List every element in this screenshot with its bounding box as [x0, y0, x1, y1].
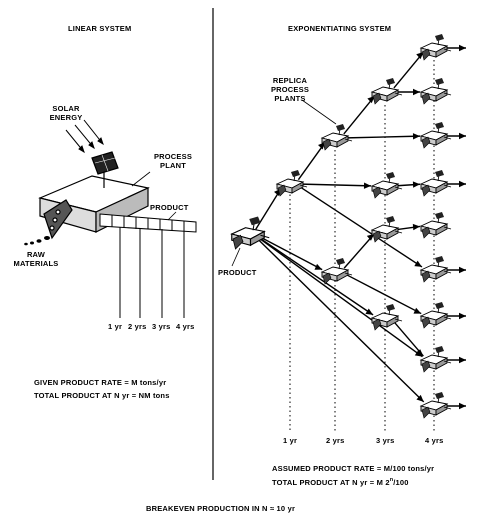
replica-plant-6 — [370, 216, 403, 243]
replica-plant-8 — [419, 34, 452, 61]
linear-year-2: 2 yrs — [128, 322, 147, 331]
exp-total-prefix: TOTAL PRODUCT AT N yr = M 2 — [272, 478, 390, 487]
raw-materials-line1: RAW — [26, 250, 46, 259]
replica-plant-16 — [419, 392, 452, 419]
solar-energy-line1: SOLAR — [52, 104, 80, 113]
replica-line3: PLANTS — [274, 94, 306, 103]
exp-arrow-3 — [257, 236, 423, 358]
exp-arrow-0 — [255, 188, 282, 230]
exp-arrow-4 — [256, 237, 425, 403]
replica-plant-10 — [419, 122, 452, 149]
replica-plant-9 — [419, 78, 452, 105]
breakeven-text: BREAKEVEN PRODUCTION IN N ≈ 10 yr — [146, 504, 296, 513]
raw-materials-label: RAW MATERIALS — [10, 250, 62, 268]
exp-arrow-18 — [446, 132, 466, 140]
exp-total-exponent: n — [389, 477, 394, 483]
solar-energy-arrows — [65, 119, 104, 154]
exp-arrow-5 — [297, 141, 326, 181]
exp-arrow-23 — [446, 402, 466, 410]
exp-arrow-16 — [393, 321, 424, 357]
exp-arrow-11 — [345, 273, 422, 315]
replica-line2: PROCESS — [270, 85, 310, 94]
process-plant-line2: PLANT — [160, 161, 186, 170]
solar-energy-label: SOLAR ENERGY — [40, 104, 92, 122]
exp-product-label: PRODUCT — [218, 268, 257, 277]
replica-leader — [301, 99, 337, 125]
exp-arrow-19 — [446, 180, 466, 188]
solar-energy-line2: ENERGY — [49, 113, 83, 122]
exp-arrow-12 — [393, 51, 425, 89]
replica-plant-13 — [419, 256, 452, 283]
replica-plant-11 — [419, 170, 452, 197]
linear-year-3: 3 yrs — [152, 322, 171, 331]
process-plant-line1: PROCESS — [153, 152, 193, 161]
exp-arrow-15 — [396, 223, 421, 231]
replica-plant-4 — [370, 78, 403, 105]
exp-arrow-14 — [396, 181, 421, 188]
process-plant-leader — [131, 171, 151, 187]
replica-plant-15 — [419, 346, 452, 373]
raw-materials-line2: MATERIALS — [13, 259, 59, 268]
product-ribbon — [99, 213, 197, 233]
exp-arrow-6 — [301, 182, 372, 189]
exp-arrow-9 — [346, 133, 421, 140]
exp-arrow-13 — [397, 88, 420, 96]
linear-year-4: 4 yrs — [176, 322, 195, 331]
replica-plant-14 — [419, 302, 452, 329]
linear-year-lines — [119, 227, 185, 318]
linear-product-label: PRODUCT — [150, 203, 189, 212]
exp-title: EXPONENTIATING SYSTEM — [288, 24, 392, 33]
exp-year-2: 2 yrs — [326, 436, 345, 445]
linear-year-1: 1 yr — [108, 322, 123, 331]
replica-plant-2 — [320, 124, 353, 151]
exp-arrow-22 — [446, 356, 466, 364]
exp-product-leader — [231, 247, 241, 267]
replica-plant-1 — [275, 170, 308, 197]
replica-plant-0 — [230, 216, 270, 250]
raw-materials-pebbles — [24, 236, 50, 246]
linear-total-text: TOTAL PRODUCT AT N yr = NM tons — [34, 391, 170, 400]
exp-total-suffix: /100 — [393, 478, 409, 487]
product-leader — [167, 211, 177, 221]
process-plant-label: PROCESS PLANT — [150, 152, 196, 170]
exp-year-1: 1 yr — [283, 436, 298, 445]
exp-total-text: TOTAL PRODUCT AT N yr = M 2n/100 — [272, 476, 409, 487]
replica-plant-12 — [419, 212, 452, 239]
exp-arrow-20 — [446, 266, 466, 274]
exp-plants — [230, 34, 452, 419]
replica-plant-7 — [370, 304, 403, 331]
exp-arrow-17 — [446, 44, 466, 52]
exp-year-4: 4 yrs — [425, 436, 444, 445]
exp-arrow-21 — [446, 312, 466, 320]
replica-plant-5 — [370, 172, 403, 199]
exp-arrow-2 — [257, 236, 374, 316]
exp-year-3: 3 yrs — [376, 436, 395, 445]
replica-plants-label: REPLICA PROCESS PLANTS — [262, 76, 318, 103]
replica-line1: REPLICA — [272, 76, 308, 85]
exp-arrow-7 — [299, 186, 423, 268]
exp-year-lines — [289, 60, 435, 432]
exp-arrow-8 — [343, 95, 376, 135]
assumed-rate-text: ASSUMED PRODUCT RATE = M/100 tons/yr — [272, 464, 435, 473]
replica-plant-3 — [320, 258, 353, 285]
exp-arrow-1 — [258, 235, 323, 271]
linear-title: LINEAR SYSTEM — [68, 24, 132, 33]
given-rate-text: GIVEN PRODUCT RATE = M tons/yr — [34, 378, 167, 387]
exp-arrow-10 — [343, 233, 375, 269]
